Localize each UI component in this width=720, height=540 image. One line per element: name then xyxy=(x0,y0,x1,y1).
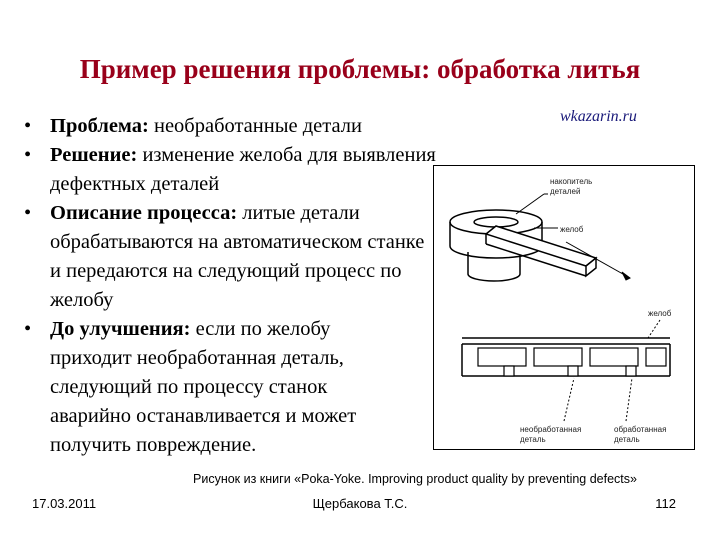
bullet-label: До улучшения: xyxy=(50,318,191,340)
bullet-marker: • xyxy=(24,318,32,340)
chute-top xyxy=(484,225,598,278)
bullet-text: если по желобу приходит необработанная д… xyxy=(50,318,357,456)
bullet-marker: • xyxy=(24,202,32,224)
footer-page-number: 112 xyxy=(655,496,676,511)
bullet-marker: • xyxy=(24,115,32,137)
bullet-problem: • Проблема: необработанные детали xyxy=(20,112,490,141)
bullet-label: Решение: xyxy=(50,144,138,166)
slide-title: Пример решения проблемы: обработка литья xyxy=(79,54,641,84)
bullet-label: Проблема: xyxy=(50,115,149,137)
label-unprocessed-2: деталь xyxy=(520,435,546,444)
bullet-text: необработанные детали xyxy=(148,115,362,137)
label-chute-bottom: желоб xyxy=(648,309,672,318)
bullet-solution: • Решение: изменение желоба для выявлени… xyxy=(20,141,490,199)
watermark: wkazarin.ru xyxy=(560,108,637,125)
bullet-process-description: • Описание процесса: литые детали обраба… xyxy=(20,199,430,315)
bullet-before-improvement: • До улучшения: если по желобу приходит … xyxy=(20,315,410,460)
label-storage: накопитель xyxy=(550,177,592,186)
bullet-list: • Проблема: необработанные детали • Реше… xyxy=(20,112,490,460)
label-storage-2: деталей xyxy=(550,187,580,196)
label-processed: обработанная xyxy=(614,425,666,434)
bullet-text: изменение желоба для выявления дефектных… xyxy=(50,144,436,195)
parts-row xyxy=(477,347,667,377)
process-diagram: накопитель деталей желоб желоб необработ… xyxy=(449,177,672,444)
bullet-text: литые детали обрабатываются на автоматич… xyxy=(50,202,425,311)
bullet-marker: • xyxy=(24,144,32,166)
bullet-label: Описание процесса: xyxy=(50,202,238,224)
figure-caption: Рисунок из книги «Poka-Yoke. Improving p… xyxy=(193,472,637,486)
footer-author: Щербакова Т.С. xyxy=(312,496,408,511)
label-unprocessed: необработанная xyxy=(520,425,581,434)
label-processed-2: деталь xyxy=(614,435,640,444)
footer-date: 17.03.2011 xyxy=(32,496,97,511)
label-chute-top: желоб xyxy=(560,225,584,234)
process-figure: накопитель деталей желоб желоб необработ… xyxy=(433,165,695,450)
